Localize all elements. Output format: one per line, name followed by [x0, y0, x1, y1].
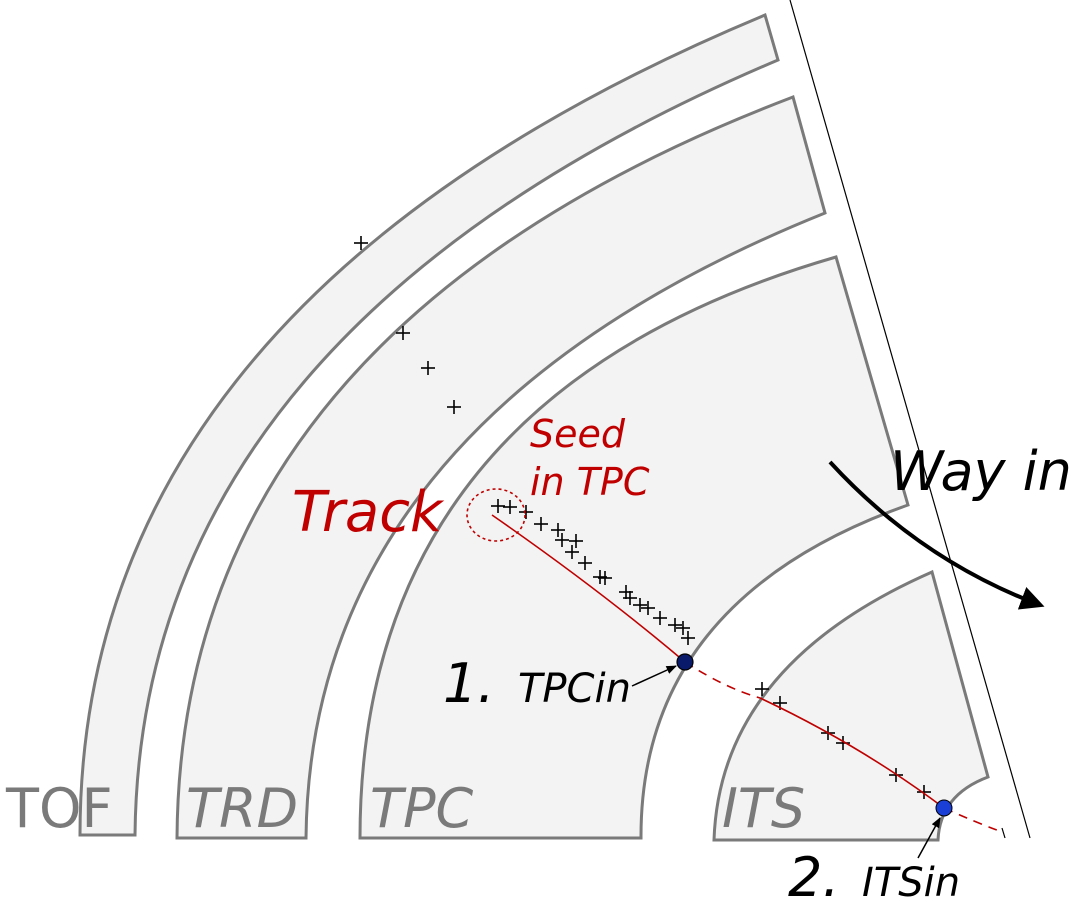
- track-label: Track: [292, 480, 445, 545]
- hit-cross: [421, 361, 435, 375]
- hit-cross: [569, 534, 583, 548]
- way-in-arrow: [828, 460, 1045, 610]
- trd-detector-band: [175, 95, 827, 840]
- seed-region-circle: [466, 488, 526, 542]
- hit-cross: [503, 500, 517, 514]
- hit-cross: [681, 631, 695, 645]
- hit-cross: [551, 523, 565, 537]
- track-extrapolation-dash: [684, 661, 761, 699]
- sector-boundary-line: [789, 0, 1031, 839]
- hit-cross: [447, 400, 461, 414]
- step1-number: 1.: [443, 652, 495, 715]
- tpcin-point: [676, 653, 694, 671]
- tpc-hits: [491, 499, 695, 645]
- hit-cross: [519, 505, 533, 519]
- hit-cross: [598, 571, 612, 585]
- way-in-label: Way in: [890, 440, 1072, 503]
- trd-label: TRD: [186, 777, 298, 840]
- seed-label-line2: in TPC: [530, 460, 650, 504]
- tpcin-pointer-arrow: [631, 665, 677, 687]
- hit-cross: [668, 618, 682, 632]
- hit-cross: [836, 736, 850, 750]
- tof-detector-band: [78, 12, 780, 837]
- itsin-label: ITSin: [862, 860, 960, 902]
- track-curve-its: [759, 697, 945, 809]
- hit-cross: [633, 598, 647, 612]
- itsin-pointer-arrow: [917, 817, 941, 859]
- hit-cross: [917, 785, 931, 799]
- sector-boundary-tick: [1001, 827, 1006, 839]
- tpc-label: TPC: [370, 777, 474, 840]
- hit-cross: [491, 499, 505, 513]
- hit-cross: [653, 611, 667, 625]
- track-curve-tpc: [491, 514, 686, 663]
- its-label: ITS: [722, 777, 805, 840]
- itsin-point: [935, 799, 953, 817]
- tpc-detector-band: [358, 255, 910, 840]
- track-extrapolation-dash-inner: [943, 807, 1003, 833]
- hit-cross: [641, 601, 655, 615]
- hit-cross: [578, 556, 592, 570]
- tpcin-label: TPCin: [518, 666, 631, 712]
- hit-cross: [354, 236, 368, 250]
- hit-cross: [676, 621, 690, 635]
- hit-cross: [565, 545, 579, 559]
- seed-label-line1: Seed: [530, 412, 626, 456]
- hit-cross: [755, 682, 769, 696]
- hit-cross: [396, 326, 410, 340]
- hit-cross: [534, 517, 548, 531]
- tof-label: TOF: [5, 777, 113, 840]
- step2-number: 2.: [788, 846, 840, 902]
- hit-cross: [623, 591, 637, 605]
- hit-cross: [555, 533, 569, 547]
